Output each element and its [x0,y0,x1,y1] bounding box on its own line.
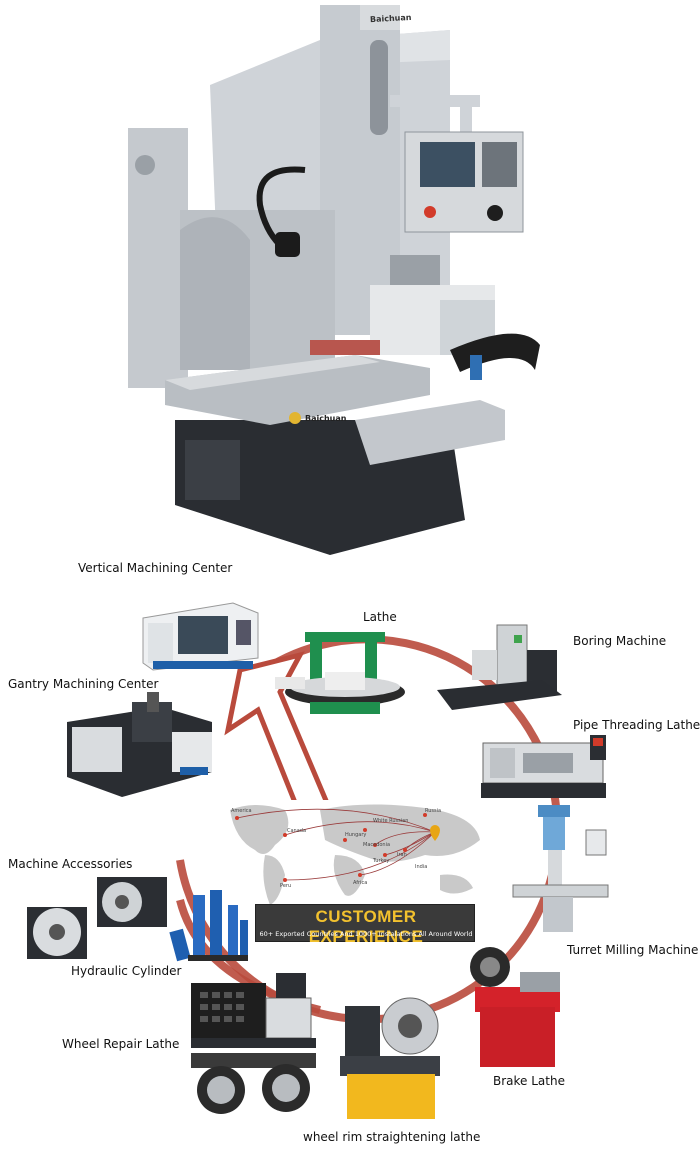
map-city-iran: Iran [397,852,407,858]
map-city-india: India [415,864,428,870]
map-city-canada: Canada [287,828,307,834]
label-turret-milling-machine: Turret Milling Machine [567,943,699,957]
boring-machine-image [437,624,562,710]
map-city-peru: Peru [280,883,292,889]
customer-experience-banner: CUSTOMER EXPERIENCE 60+ Exported Countri… [255,904,475,946]
banner-subtitle: 60+ Exported Countries And 1000+ Instala… [259,930,473,938]
gantry-machining-center-image [67,692,212,797]
label-boring-machine: Boring Machine [573,634,667,648]
wheel-repair-lathe-image [191,973,316,1114]
hero-product-label: Vertical Machining Center [78,561,233,575]
vertical-machining-center-illustration [128,5,540,555]
pipe-threading-lathe-image [481,735,606,798]
brake-lathe-image [470,947,560,1067]
map-city-macedonia: Macedonia [363,842,391,848]
label-wheel-repair-lathe: Wheel Repair Lathe [62,1037,180,1051]
lathe-image [275,632,405,714]
wheel-rim-straightening-lathe-image [340,997,440,1119]
banner-title: CUSTOMER EXPERIENCE [308,907,424,946]
label-brake-lathe: Brake Lathe [493,1074,565,1088]
machine-accessories-image [27,877,167,959]
map-city-africa: Africa [353,880,368,886]
world-map-graphic [225,800,490,915]
hydraulic-cylinder-image [169,890,248,962]
hero-machine-image: Baichuan Baichuan [120,0,540,560]
label-lathe: Lathe [363,610,397,624]
hero-brand-logo-lower: Baichuan [305,414,347,423]
vertical-machining-center-small-image [142,602,259,671]
label-wheel-rim-straightening-lathe: wheel rim straightening lathe [303,1130,481,1144]
map-city-america: America [231,808,252,814]
label-pipe-threading-lathe: Pipe Threading Lathe [573,718,700,732]
map-city-white-russian: White Russian [373,818,409,824]
map-city-hungary: Hungary [345,832,367,838]
label-hydraulic-cylinder: Hydraulic Cylinder [71,964,182,978]
map-city-russia: Russia [425,808,442,814]
label-gantry-machining-center: Gantry Machining Center [8,677,159,691]
world-map: America Canada Hungary White Russian Rus… [225,800,490,915]
turret-milling-machine-image [512,805,609,932]
map-city-turkey: Turkey [373,858,390,864]
label-machine-accessories: Machine Accessories [8,857,133,871]
